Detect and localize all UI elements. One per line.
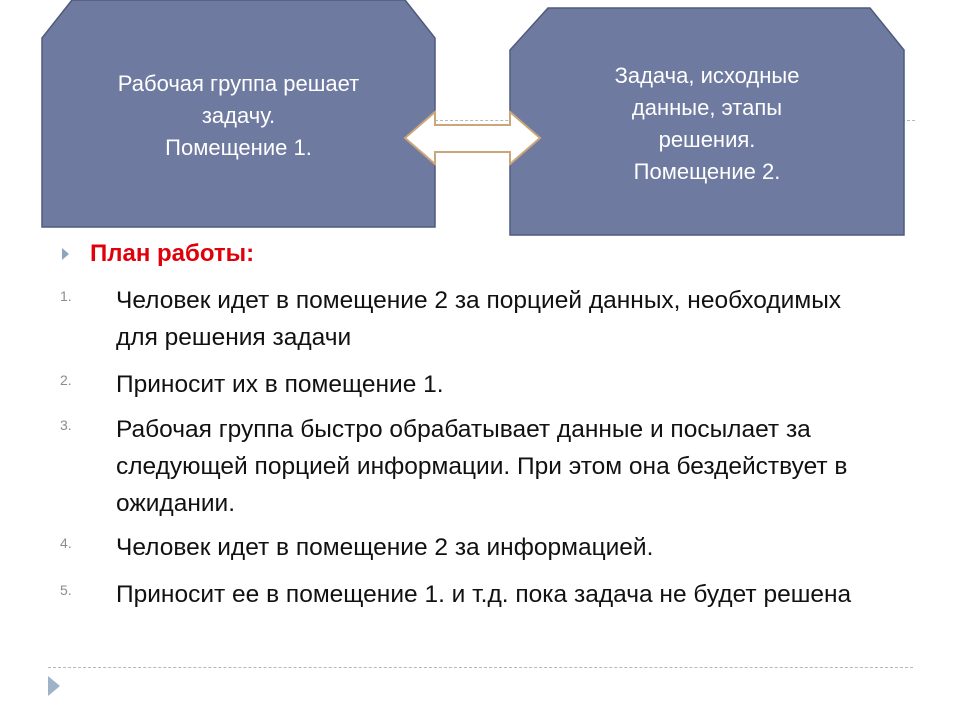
list-number: 1. [60, 288, 72, 304]
list-item: 2. Приносит их в помещение 1. [60, 366, 880, 403]
bottom-divider [48, 667, 913, 668]
room-1-label: Рабочая группа решает задачу. Помещение … [42, 68, 435, 164]
list-item: 3. Рабочая группа быстро обрабатывает да… [60, 411, 880, 522]
list-item: 1. Человек идет в помещение 2 за порцией… [60, 282, 880, 356]
list-item: 5. Приносит ее в помещение 1. и т.д. пок… [60, 576, 880, 613]
room-2-line: Помещение 2. [633, 159, 781, 184]
list-text: Приносит ее в помещение 1. и т.д. пока з… [116, 581, 852, 608]
room-2-label: Задача, исходные данные, этапы решения. … [510, 60, 904, 188]
room-1-line: Помещение 1. [165, 135, 312, 160]
list-text: Человек идет в помещение 2 за порцией да… [116, 287, 842, 351]
room-1-box [41, 0, 436, 228]
list-number: 2. [60, 372, 72, 388]
list-number: 4. [60, 535, 72, 551]
list-number: 3. [60, 417, 72, 433]
room-1-line: задачу. [201, 103, 276, 128]
room-2-line: Задача, исходные [614, 63, 800, 88]
room-2-line: данные, этапы [631, 95, 783, 120]
plan-heading: План работы: [90, 240, 255, 267]
footer-triangle-icon [48, 676, 60, 696]
room-2-box [509, 7, 905, 236]
room-2-line: решения. [658, 127, 756, 152]
list-text: Человек идет в помещение 2 за информацие… [116, 534, 654, 561]
list-text: Рабочая группа быстро обрабатывает данны… [116, 416, 848, 517]
list-item: 4. Человек идет в помещение 2 за информа… [60, 529, 880, 566]
diagram-shapes [41, 0, 905, 236]
room-1-line: Рабочая группа решает [117, 71, 360, 96]
bullet-triangle-icon [62, 248, 69, 260]
double-arrow-icon [403, 109, 542, 167]
list-text: Приносит их в помещение 1. [116, 371, 444, 398]
list-number: 5. [60, 582, 72, 598]
